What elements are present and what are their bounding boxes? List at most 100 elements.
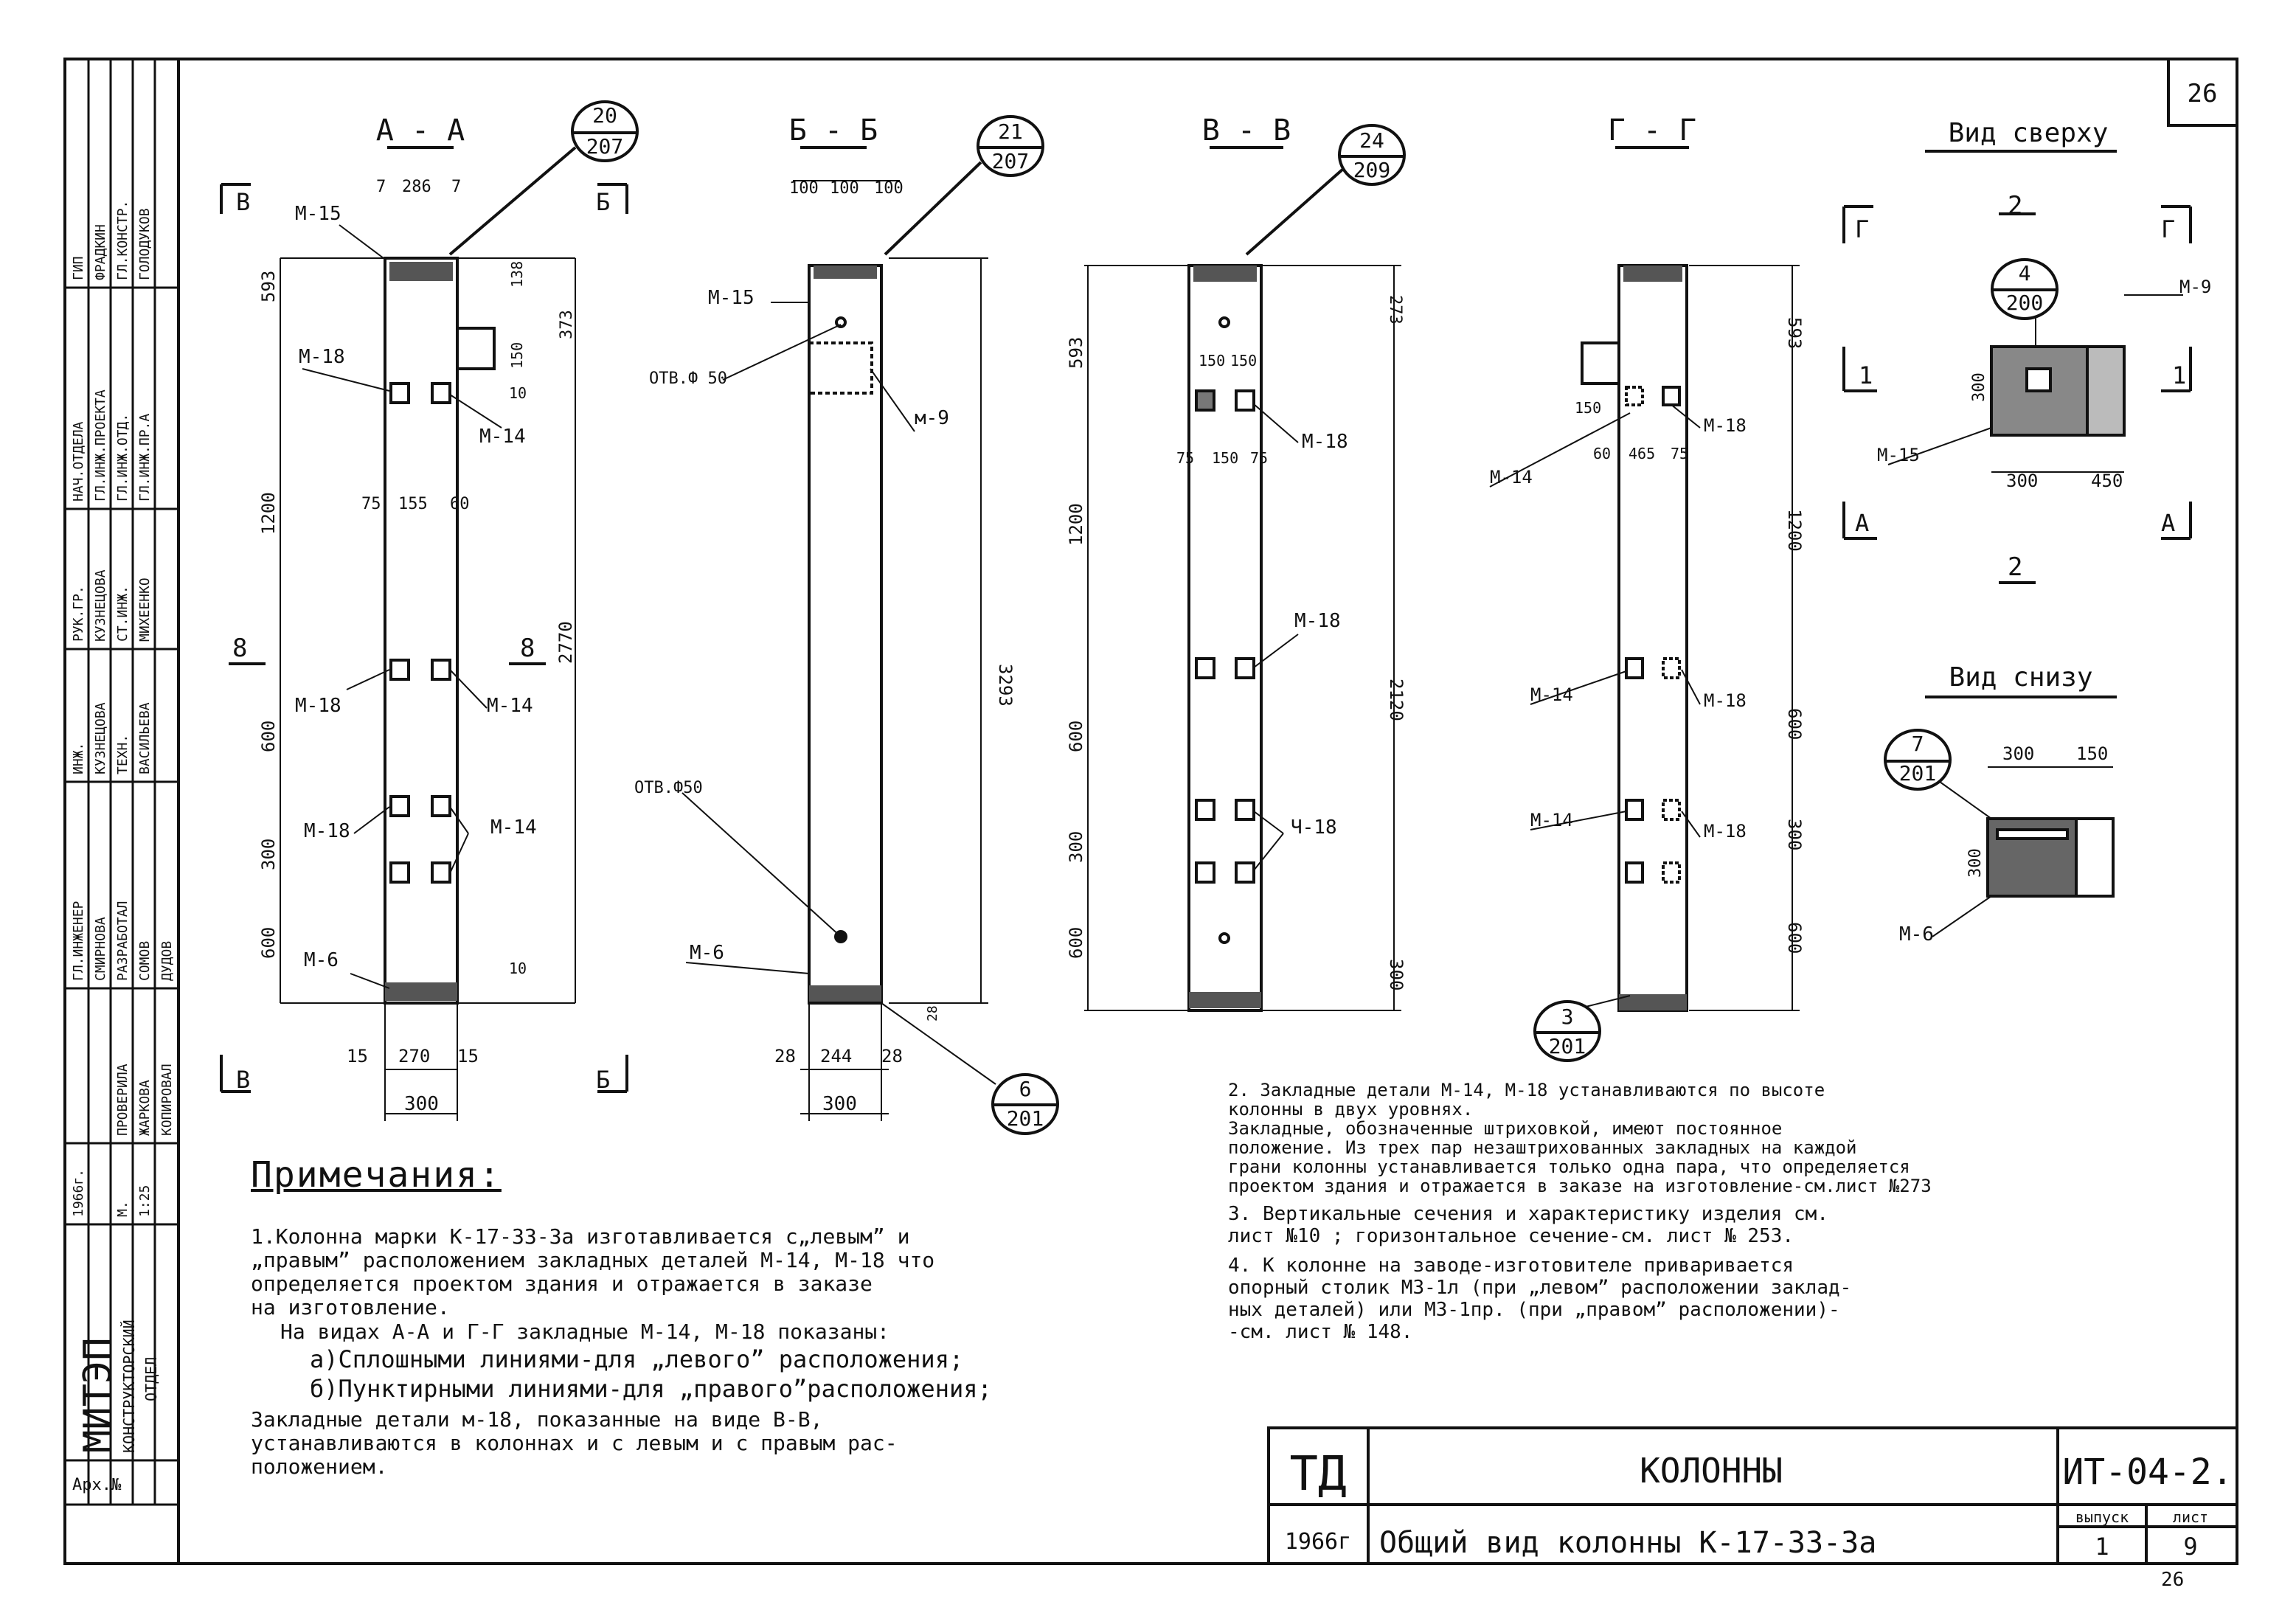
dim: 28 — [774, 1046, 796, 1066]
ref-bottom: 201 — [1899, 761, 1937, 785]
sheet-number-box — [2167, 58, 2238, 127]
part-label: М-14 — [479, 426, 526, 448]
dim: 100 — [874, 179, 904, 198]
dim: 593 — [258, 271, 279, 302]
ref-top: 24 — [1359, 128, 1384, 153]
stamp-name: СМИРНОВА — [93, 917, 108, 981]
dim: 600 — [1784, 922, 1805, 954]
dim: 300 — [404, 1093, 439, 1115]
dim: 100 — [789, 179, 819, 198]
view-title: Вид сверху — [1949, 118, 2109, 148]
section-label: Г — [2161, 215, 2175, 243]
note-item: 3. Вертикальные сечения и характеристику… — [1228, 1203, 1828, 1247]
view-aa: А - А — [220, 100, 639, 1121]
view-top: Вид сверху 4 200 Г Г 2 2 1 1 А А — [1842, 118, 2211, 584]
dim: 300 — [1066, 831, 1086, 863]
part-label: Ч-18 — [1291, 816, 1337, 839]
series-year: 1966г — [1285, 1529, 1351, 1555]
doc-title: КОЛОННЫ — [1640, 1451, 1783, 1491]
dim: 15 — [347, 1046, 368, 1066]
stamp-name: СОМОВ — [137, 941, 153, 981]
note-item: 2. Закладные детали М-14, М-18 устанавли… — [1228, 1080, 1932, 1196]
notes-left: Примечания: 1.Колонна марки К-17-33-3а и… — [251, 1154, 1210, 1479]
dim: 600 — [258, 927, 279, 959]
org-dept-1: КОНСТРУКТОРСКИЙ — [120, 1319, 138, 1453]
dim: 244 — [820, 1046, 852, 1066]
section-label: 8 — [232, 634, 247, 663]
section-label: 8 — [520, 634, 535, 663]
stamp-name: ГЛ.ИНЖ.ПРОЕКТА — [93, 389, 108, 502]
dim: 286 — [402, 178, 431, 196]
ref-top: 4 — [2019, 261, 2031, 285]
column-body — [384, 257, 459, 1005]
stamp-mark: М. — [115, 1201, 131, 1217]
dim: 150 — [1230, 352, 1257, 370]
stamp-role: ТЕХН. — [115, 735, 131, 774]
dim: 270 — [398, 1046, 430, 1066]
dim: 2120 — [1386, 679, 1407, 721]
part-label: М-14 — [1490, 467, 1533, 488]
part-label: М-14 — [490, 816, 537, 839]
sheet-number: 26 — [2188, 79, 2218, 108]
dim: 75 — [1250, 449, 1268, 467]
ref-bottom: 201 — [1549, 1034, 1586, 1058]
dim: 593 — [1066, 337, 1086, 369]
stamp-year: 1966г. — [71, 1169, 86, 1217]
part-label: М-6 — [690, 942, 724, 964]
dim: 600 — [1066, 927, 1086, 959]
dim: 1200 — [1784, 509, 1805, 552]
side-stamp-text: ГИП ФРАДКИН ГЛ.КОНСТР. ГОЛОДУКОВ НАЧ.ОТД… — [71, 201, 175, 1217]
stamp-name: ЖАРКОВА — [137, 1080, 153, 1136]
stamp-name: ГОЛОДУКОВ — [137, 208, 153, 280]
dim: 1200 — [258, 492, 279, 535]
dim: 15 — [457, 1046, 479, 1066]
notes-heading: Примечания: — [251, 1154, 502, 1196]
ref-top: 6 — [1019, 1077, 1032, 1101]
part-label: М-9 — [2179, 277, 2211, 297]
section-label: А — [1855, 509, 1869, 537]
view-gg: Г - Г 3 201 М-18 М-14 М-1 — [1489, 114, 1805, 1062]
dim: 75 — [1176, 449, 1194, 467]
note-item: б)Пунктирными линиями-для „правого”распо… — [310, 1375, 992, 1403]
stamp-name: ГЛ.ИНЖ.ПР.А — [137, 414, 153, 502]
series-mark: ТД — [1289, 1447, 1346, 1502]
dim: 7 — [376, 178, 386, 196]
doc-subtitle: Общий вид колонны К-17-33-3а — [1379, 1526, 1876, 1560]
dim: 75 — [361, 495, 381, 513]
section-label: Б — [596, 1066, 610, 1094]
section-label: 2 — [2008, 552, 2022, 582]
dim: 300 — [2006, 471, 2038, 491]
dim: 150 — [1199, 352, 1225, 370]
ref-top: 3 — [1561, 1005, 1574, 1029]
stamp-role: РУК.ГР. — [71, 586, 86, 642]
section-label: Б — [596, 188, 610, 216]
dim: 138 — [508, 261, 526, 288]
stamp-name: МИХЕЕНКО — [137, 577, 153, 642]
stamp-role: ГЛ.КОНСТР. — [115, 201, 131, 280]
stamp-role: ГИП — [71, 256, 86, 280]
note-item: 4. К колонне на заводе-изготовителе прив… — [1228, 1255, 1852, 1343]
dim: 465 — [1629, 445, 1655, 462]
title-block-grid — [1267, 1426, 2238, 1565]
dim: 300 — [1784, 819, 1805, 850]
issue-label: выпуск — [2075, 1508, 2129, 1526]
dim: 150 — [1575, 399, 1601, 417]
view-title: Вид снизу — [1949, 662, 2092, 693]
part-label: М-18 — [1294, 610, 1341, 632]
hole-label: ОТВ.Ф50 — [634, 779, 703, 797]
stamp-name: КУЗНЕЦОВА — [93, 569, 108, 642]
dim: 28 — [881, 1046, 903, 1066]
view-title: А - А — [376, 114, 465, 148]
ref-bottom: 209 — [1353, 158, 1391, 182]
notes-right: 2. Закладные детали М-14, М-18 устанавли… — [1228, 1081, 2238, 1343]
ref-top: 20 — [592, 103, 617, 128]
org-dept-2: ОТДЕЛ — [142, 1357, 160, 1401]
doc-code: ИТ-04-2. — [2062, 1451, 2233, 1493]
dim: 593 — [1784, 317, 1805, 349]
part-label: М-18 — [1302, 431, 1348, 453]
dim: 600 — [258, 721, 279, 752]
page-footer: 26 — [2161, 1569, 2184, 1591]
stamp-scale: 1:25 — [137, 1185, 153, 1217]
section-label: В — [236, 1066, 250, 1094]
section-label: Г — [1855, 215, 1869, 243]
